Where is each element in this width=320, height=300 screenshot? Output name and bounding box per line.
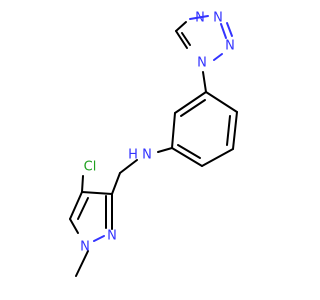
bond-ar-2-inner bbox=[226, 115, 231, 146]
bond-ch2-pyrazole bbox=[111, 172, 121, 195]
bond-nh-ch2 bbox=[119, 159, 138, 174]
molecule-structure: N N N N N H Cl N N bbox=[69, 11, 238, 277]
atom-chlorine: Cl bbox=[84, 160, 97, 175]
atom-pyrazole-n1: N bbox=[80, 240, 90, 255]
bond-n3-n2-double bbox=[226, 22, 233, 37]
bond-pz-c3-c4 bbox=[81, 191, 113, 195]
bond-c-n4 bbox=[175, 30, 188, 49]
atom-tetrazole-n4: N bbox=[195, 11, 205, 26]
atom-pyrazole-n2: N bbox=[107, 229, 117, 244]
bond-ar-1 bbox=[205, 91, 238, 113]
bond-c-n1 bbox=[175, 21, 187, 32]
bond-ar-4-inner bbox=[177, 144, 201, 159]
atom-tetrazole-n1: N bbox=[197, 56, 207, 71]
atom-amine-n: N bbox=[142, 148, 152, 163]
atom-amine-h: H bbox=[128, 148, 138, 163]
bond-pz-c4-c5-inner bbox=[77, 197, 89, 220]
pyrazole-ring bbox=[69, 191, 113, 242]
atom-tetrazole-n3: N bbox=[225, 39, 235, 54]
bond-ar-4 bbox=[171, 147, 203, 167]
bond-ar-2 bbox=[232, 111, 238, 150]
bond-tetrazole-benzene bbox=[202, 71, 207, 93]
bond-ar-6-inner bbox=[180, 99, 206, 117]
bond-ar-nh bbox=[157, 147, 173, 153]
bond-pz-c5-n1 bbox=[69, 218, 79, 234]
benzene-ring bbox=[171, 91, 238, 167]
bond-n4-n3 bbox=[189, 15, 209, 20]
bond-pz-c4-c5 bbox=[69, 191, 83, 220]
atom-tetrazole-n2: N bbox=[213, 11, 223, 26]
bond-n3-n2 bbox=[220, 23, 227, 39]
bond-c-n4-double bbox=[181, 32, 191, 46]
bond-ar-3 bbox=[201, 148, 234, 167]
bond-c4-cl bbox=[81, 175, 84, 193]
tetrazole-ring bbox=[175, 15, 233, 61]
bond-pz-n1-n2 bbox=[93, 235, 105, 242]
bond-ar-5 bbox=[171, 112, 176, 149]
bond-n1-methyl bbox=[75, 250, 89, 277]
bond-n2-n1 bbox=[213, 53, 223, 61]
bond-ar-6 bbox=[174, 91, 207, 114]
